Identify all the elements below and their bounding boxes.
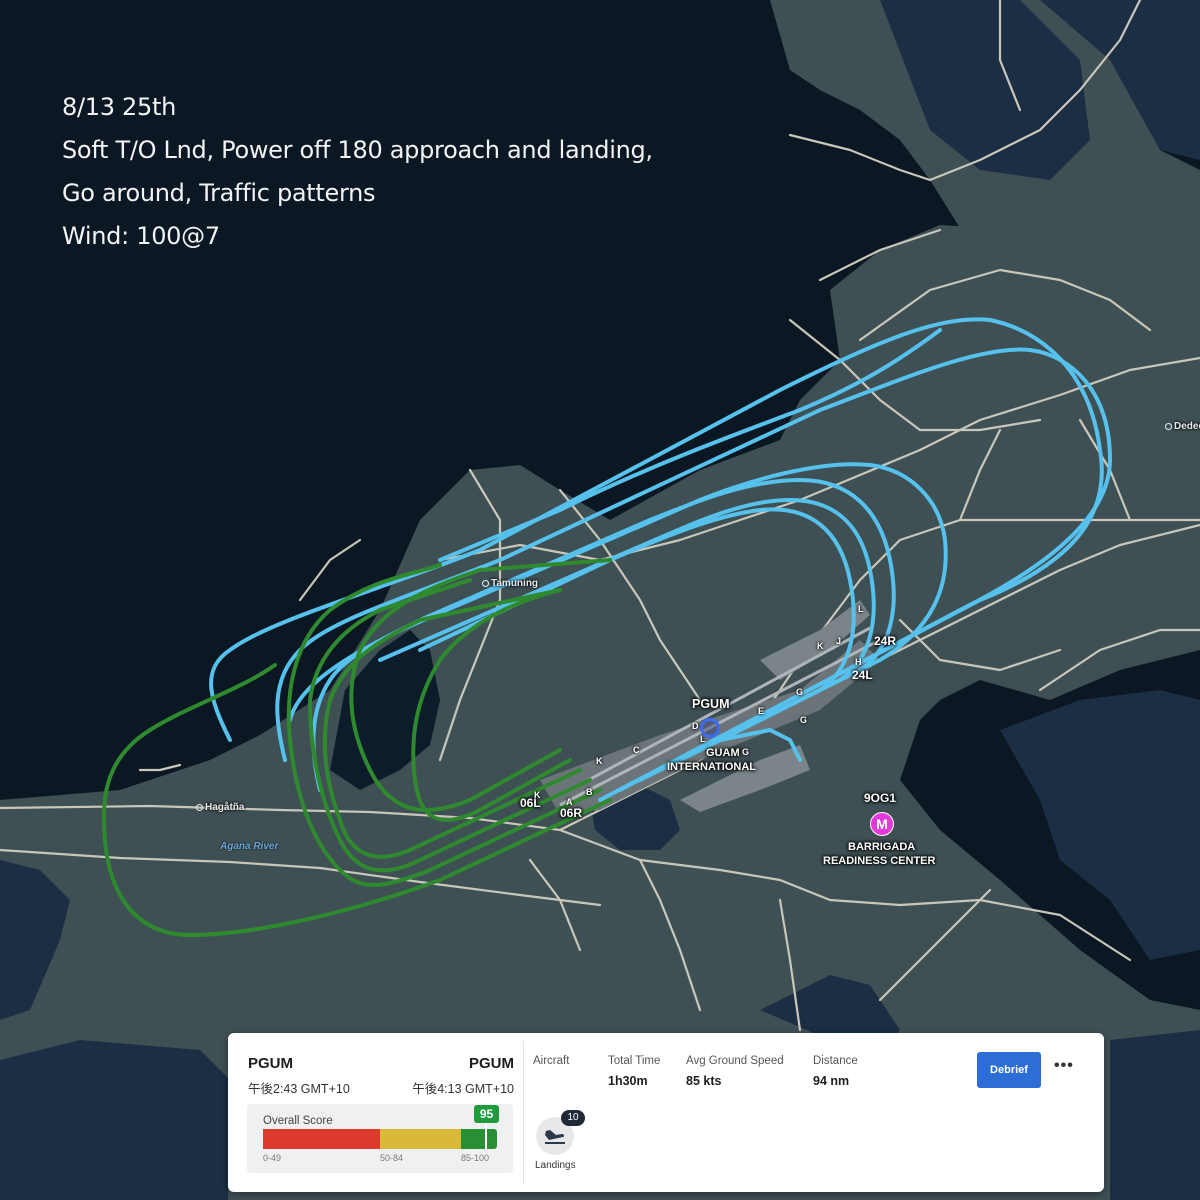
landings-label: Landings — [535, 1160, 576, 1171]
taxiway-label: J — [836, 636, 842, 646]
taxiway-label: D — [692, 721, 699, 731]
taxiway-label: H — [855, 657, 862, 667]
score-range-mid: 50-84 — [380, 1153, 404, 1163]
total-time-label: Total Time — [608, 1055, 661, 1067]
track-green-outer — [101, 663, 612, 937]
note-maneuvers-2: Go around, Traffic patterns — [62, 179, 376, 207]
taxiway-label: G — [800, 715, 808, 725]
score-range-low: 0-49 — [263, 1153, 282, 1163]
score-segment-mid — [380, 1129, 461, 1149]
place-hagatna[interactable]: Hagåtña — [196, 802, 244, 813]
heliport-name-2: READINESS CENTER — [823, 855, 936, 867]
total-time-value: 1h30m — [608, 1074, 648, 1088]
avg-speed-label: Avg Ground Speed — [686, 1055, 784, 1067]
place-dot-icon — [482, 579, 489, 587]
taxiway-label: G — [796, 687, 804, 697]
avg-speed-value: 85 kts — [686, 1074, 722, 1088]
taxiway-label: G — [742, 747, 750, 757]
place-dot-icon — [1165, 422, 1172, 430]
card-divider — [523, 1041, 524, 1184]
more-options-icon[interactable]: ••• — [1054, 1057, 1074, 1074]
departure-code: PGUM — [248, 1055, 293, 1072]
taxiway-label: K — [817, 641, 824, 651]
north-water — [880, 0, 1200, 180]
distance-label: Distance — [813, 1055, 858, 1067]
track-pattern-small — [378, 498, 876, 762]
runway-label-06l: 06L — [520, 796, 541, 810]
score-segment-low — [263, 1129, 380, 1149]
place-tamuning[interactable]: Tamuning — [482, 578, 538, 589]
airport-name-label-2: INTERNATIONAL — [667, 761, 757, 773]
score-segment-high — [461, 1129, 497, 1149]
heliport-name-1: BARRIGADA — [848, 841, 916, 853]
landings-count-badge: 10 — [561, 1110, 585, 1126]
taxiway-label: K — [534, 790, 541, 800]
score-range-high: 85-100 — [461, 1153, 490, 1163]
score-label: Overall Score — [263, 1115, 333, 1127]
place-dot-icon — [196, 803, 203, 811]
track-green-1 — [286, 563, 602, 887]
taxiway-label: E — [758, 706, 765, 716]
arrival-code: PGUM — [469, 1055, 514, 1072]
track-green-4 — [411, 588, 572, 822]
runway-label-06r: 06R — [560, 806, 583, 820]
departure-time: 午後2:43 GMT+10 — [248, 1082, 350, 1096]
heliport-marker-icon[interactable]: M — [870, 812, 894, 836]
taxiway-label: C — [633, 745, 640, 755]
south-water — [0, 690, 1200, 1200]
plane-landing-icon — [545, 1130, 565, 1144]
track-departure — [438, 328, 942, 562]
note-maneuvers: Soft T/O Lnd, Power off 180 approach and… — [62, 136, 653, 164]
distance-value: 94 nm — [813, 1074, 850, 1088]
airport-icon[interactable] — [700, 718, 720, 738]
track-taxi — [718, 728, 802, 762]
flight-tracks — [101, 317, 1112, 937]
arrival-time: 午後4:13 GMT+10 — [412, 1082, 514, 1096]
airport-code-label[interactable]: PGUM — [692, 697, 730, 711]
airport-name-label-1: GUAM — [706, 747, 740, 759]
overall-score-box[interactable]: Overall Score 95 0-49 50-84 85-100 — [247, 1104, 513, 1173]
track-green-3 — [322, 588, 582, 859]
runway-label-24l: 24L — [852, 668, 873, 682]
taxiway-label: A — [566, 797, 573, 807]
aircraft-label: Aircraft — [533, 1055, 570, 1067]
note-wind: Wind: 100@7 — [62, 222, 220, 250]
land-mass — [0, 215, 1200, 1200]
track-pattern-mid — [311, 462, 948, 792]
score-value-badge: 95 — [474, 1105, 499, 1123]
note-date: 8/13 25th — [62, 93, 176, 121]
track-green-5 — [349, 558, 612, 812]
flight-summary-card[interactable]: PGUM PGUM 午後2:43 GMT+10 午後4:13 GMT+10 Ov… — [228, 1033, 1104, 1192]
river-label: Agana River — [220, 841, 279, 852]
track-pattern-large — [209, 317, 1104, 802]
place-dededo[interactable]: Dededo — [1165, 421, 1200, 432]
taxiway-label: L — [858, 604, 864, 614]
taxiway-label: L — [700, 734, 706, 744]
track-pattern-small-2 — [418, 507, 856, 752]
taxiway-label: B — [586, 787, 593, 797]
taxiway-label: K — [596, 756, 603, 766]
runway-label-24r: 24R — [874, 634, 897, 648]
flight-note: 8/13 25th Soft T/O Lnd, Power off 180 ap… — [62, 86, 653, 258]
score-marker — [485, 1123, 487, 1150]
track-green-2 — [308, 578, 592, 873]
debrief-button[interactable]: Debrief — [977, 1052, 1041, 1088]
heliport-code[interactable]: 9OG1 — [864, 791, 897, 805]
